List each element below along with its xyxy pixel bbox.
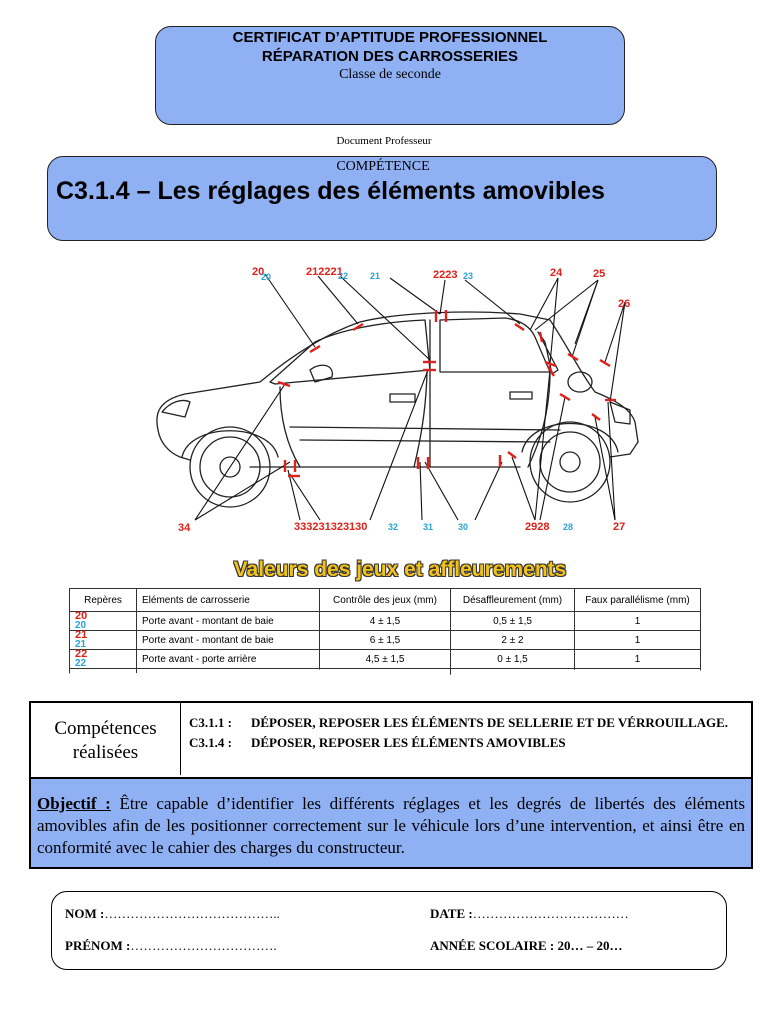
header-line-2: RÉPARATION DES CARROSSERIES	[261, 48, 519, 65]
competence-item: C3.1.1 : DÉPOSER, REPOSER LES ÉLÉMENTS D…	[189, 715, 743, 731]
prenom-field[interactable]: PRÉNOM :…………………………….	[65, 938, 277, 954]
marker-20: 20	[252, 266, 265, 278]
cell-desaff: 0,5 ± 1,5	[450, 611, 575, 631]
competences-list: C3.1.1 : DÉPOSER, REPOSER LES ÉLÉMENTS D…	[181, 703, 751, 775]
rep-blue: 21	[75, 639, 87, 650]
competence-box: COMPÉTENCE C3.1.4 – Les réglages des élé…	[47, 156, 717, 241]
marker-22-23: 2223	[433, 269, 458, 281]
rep-red: 20	[75, 610, 88, 622]
jeux-table-image: Valeurs des jeux et affleurements Repère…	[63, 556, 737, 684]
competence-text: DÉPOSER, REPOSER LES ÉLÉMENTS DE SELLERI…	[251, 715, 729, 730]
marker-21-blue: 21	[370, 271, 381, 281]
date-dots: ………………………………	[472, 906, 629, 921]
marker-23-blue: 23	[463, 271, 474, 281]
marker-21-22: 212221	[306, 266, 343, 278]
annee-scolaire-field[interactable]: ANNÉE SCOLAIRE : 20… – 20…	[430, 938, 623, 953]
competence-code: C3.1.1 :	[189, 715, 232, 730]
header-jeux: Contrôle des jeux (mm)	[319, 588, 451, 612]
car-diagram: 20 20 212221 22 21 2223 23 24 25 26 34 3…	[140, 262, 650, 540]
header-line-1: CERTIFICAT D’APTITUDE PROFESSIONNEL	[232, 29, 548, 46]
car-drawing	[156, 273, 639, 521]
header-elements: Eléments de carrosserie	[136, 588, 320, 612]
marker-26: 26	[618, 298, 631, 310]
cell-element: Porte avant - montant de baie	[136, 630, 320, 650]
objective-label: Objectif :	[37, 794, 111, 813]
competence-label: COMPÉTENCE	[336, 159, 430, 174]
rep-red: 22	[75, 648, 88, 660]
header-reperes: Repères	[69, 588, 137, 612]
header-line-3: Classe de seconde	[339, 67, 441, 82]
torn-edge	[63, 668, 737, 684]
rep-red: 21	[75, 629, 88, 641]
cell-desaff: 2 ± 2	[450, 630, 575, 650]
cell-faux: 1	[574, 611, 701, 631]
marker-22-blue: 22	[338, 271, 349, 281]
document-label: Document Professeur	[336, 135, 432, 147]
marker-24: 24	[550, 267, 563, 279]
rep-blue: 20	[75, 620, 87, 631]
prenom-dots: …………………………….	[130, 938, 277, 953]
cell-faux: 1	[574, 630, 701, 650]
cell-element: Porte avant - montant de baie	[136, 611, 320, 631]
table-header-row: Repères Eléments de carrosserie Contrôle…	[69, 588, 701, 612]
date-label: DATE :	[430, 906, 473, 921]
marker-34: 34	[178, 522, 191, 534]
cell-jeux: 6 ± 1,5	[319, 630, 451, 650]
header-faux-parallelisme: Faux parallélisme (mm)	[574, 588, 701, 612]
objective-text: Être capable d’identifier les différents…	[37, 794, 745, 857]
competence-text: DÉPOSER, REPOSER LES ÉLÉMENTS AMOVIBLES	[251, 735, 566, 750]
marker-29-28: 2928	[525, 521, 550, 533]
rep-blue: 22	[75, 658, 87, 669]
nom-dots: …………………………………..	[104, 906, 280, 921]
cell-jeux: 4 ± 1,5	[319, 611, 451, 631]
marker-31-blue: 31	[423, 522, 434, 532]
marker-28-blue: 28	[563, 522, 574, 532]
prenom-label: PRÉNOM :	[65, 938, 131, 953]
competence-code: C3.1.4 :	[189, 735, 232, 750]
objective-box: Objectif : Être capable d’identifier les…	[31, 777, 751, 867]
student-info-box: NOM :………………………………….. DATE :……………………………… …	[51, 891, 727, 970]
table-title: Valeurs des jeux et affleurements	[233, 558, 567, 581]
marker-27: 27	[613, 521, 626, 533]
competence-item: C3.1.4 : DÉPOSER, REPOSER LES ÉLÉMENTS A…	[189, 735, 743, 751]
marker-25: 25	[593, 268, 606, 280]
marker-20-blue: 20	[261, 272, 272, 282]
marker-32-blue: 32	[388, 522, 399, 532]
marker-33-30: 333231323130	[294, 521, 368, 533]
competences-section: Compétences réalisées C3.1.1 : DÉPOSER, …	[29, 701, 753, 869]
header-box: CERTIFICAT D’APTITUDE PROFESSIONNEL RÉPA…	[155, 26, 625, 125]
date-field[interactable]: DATE :………………………………	[430, 906, 629, 922]
nom-label: NOM :	[65, 906, 105, 921]
nom-field[interactable]: NOM :…………………………………..	[65, 906, 280, 922]
competence-title: C3.1.4 – Les réglages des éléments amovi…	[56, 177, 605, 205]
marker-30-blue: 30	[458, 522, 469, 532]
header-desaffleurement: Désaffleurement (mm)	[450, 588, 575, 612]
competences-label: Compétences réalisées	[31, 703, 181, 775]
